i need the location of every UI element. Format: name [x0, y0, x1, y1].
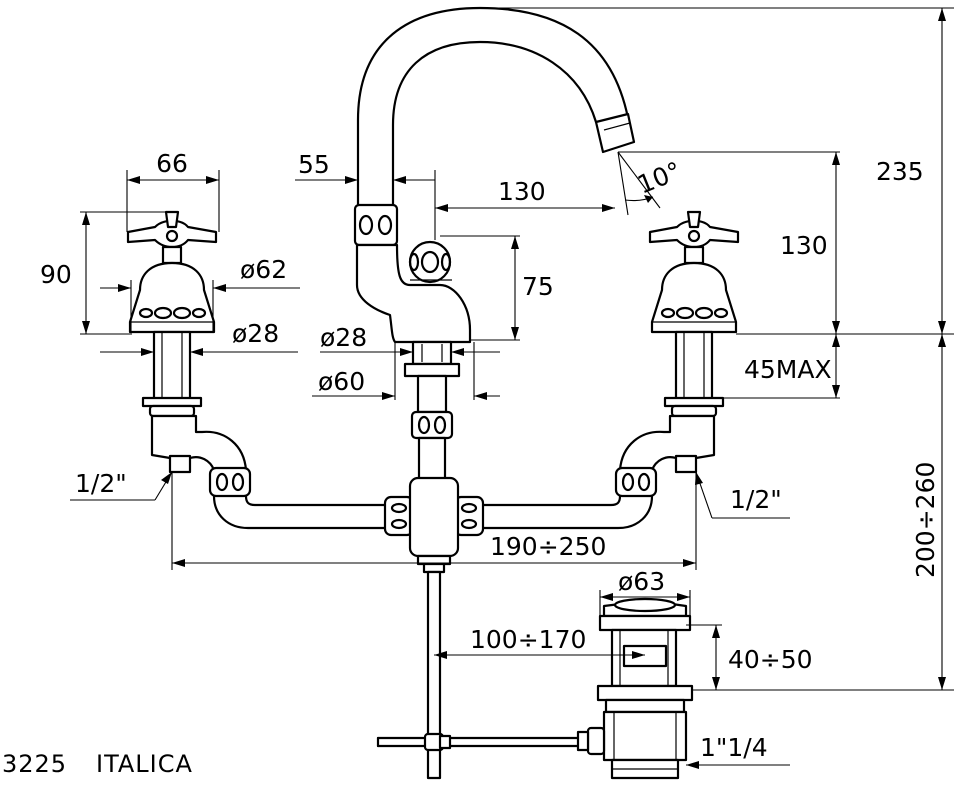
right-rosette — [650, 261, 738, 334]
title-name: ITALICA — [96, 750, 193, 778]
label-rosette-dia: ø62 — [240, 255, 287, 284]
label-spout-height: 130 — [780, 231, 828, 260]
central-body — [355, 240, 472, 344]
label-centres: 190÷250 — [490, 532, 606, 561]
right-elbow — [618, 414, 716, 474]
dimension-lines — [70, 7, 954, 769]
left-handle — [126, 210, 218, 265]
label-rod-distance: 100÷170 — [470, 625, 586, 654]
popup-rod — [376, 570, 592, 780]
waste-assembly — [576, 597, 694, 780]
label-pipe-right: 1/2" — [730, 485, 782, 514]
left-elbow — [150, 414, 248, 474]
left-shank — [141, 330, 203, 418]
label-waste-thread: 1"1/4 — [700, 733, 768, 762]
right-shank — [663, 330, 725, 418]
dimension-labels: 66 90 ø62 ø28 55 130 10° 235 130 75 ø28 … — [40, 149, 940, 762]
left-rosette — [128, 261, 216, 334]
label-deck-max: 45MAX — [744, 355, 832, 384]
label-waste-dia: ø63 — [618, 567, 665, 596]
label-waste-height: 40÷50 — [728, 645, 813, 674]
drawing-title: 3225 ITALICA — [2, 750, 193, 778]
central-shank — [403, 340, 461, 482]
spout — [356, 6, 636, 207]
label-spout-offset: 55 — [298, 150, 330, 179]
left-pipe — [212, 494, 390, 530]
label-body-base-dia: ø60 — [318, 367, 365, 396]
label-handle-height: 90 — [40, 260, 72, 289]
right-pipe — [476, 494, 654, 530]
label-spout-angle: 10° — [633, 156, 685, 199]
label-body-shank-dia: ø28 — [320, 323, 367, 352]
left-nut — [208, 466, 252, 498]
label-spout-reach: 130 — [498, 177, 546, 206]
label-pipe-left: 1/2" — [75, 469, 127, 498]
spout-collar — [353, 203, 399, 247]
label-total-height: 235 — [876, 157, 924, 186]
label-under-height: 200÷260 — [911, 462, 940, 578]
right-handle — [648, 210, 740, 265]
label-handle-width: 66 — [156, 149, 188, 178]
label-body-height: 75 — [522, 272, 554, 301]
central-connector — [383, 476, 485, 574]
right-nut — [614, 466, 658, 498]
title-code: 3225 — [2, 750, 67, 778]
label-shank-dia-left: ø28 — [232, 319, 279, 348]
